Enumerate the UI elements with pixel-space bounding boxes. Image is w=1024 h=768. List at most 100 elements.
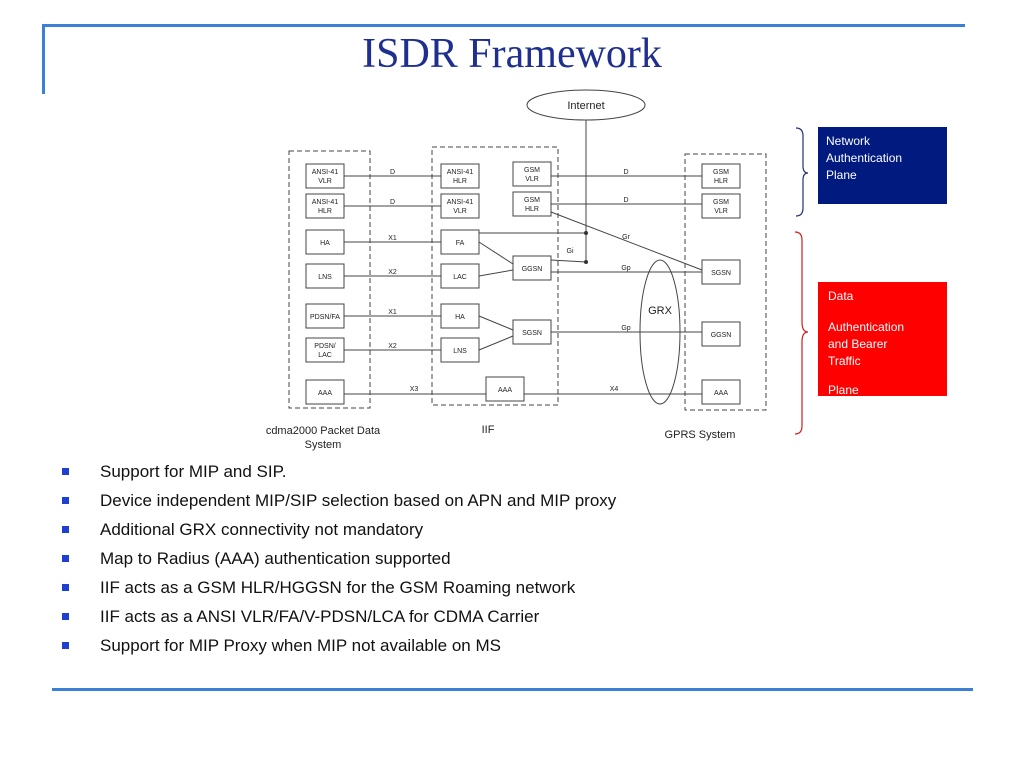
gprs-system-frame [684,153,767,411]
iif-ansi41-hlr-label-2: HLR [453,178,467,185]
link-x4-label: X4 [610,386,619,393]
bullet-square-icon [62,584,69,591]
link-x2b-label: X2 [388,343,397,350]
link-gp2-label: Gp [621,325,630,332]
internet-label: Internet [567,100,604,112]
iif-system-label: IIF [482,424,495,436]
iif-lac-box [440,263,480,289]
data-plane-line-3: Plane [828,383,859,396]
cdma-system-label-1: cdma2000 Packet Data [266,425,381,437]
data-plane-line-1: Data [828,289,854,303]
link-lns-sgsn [478,335,514,351]
iif-gsm-vlr-box [512,161,552,187]
cdma-pdsn-fa-box [305,303,345,329]
link-lac-ggsn [478,269,514,277]
iif-aaa-box [485,376,525,402]
bullet-item: IIF acts as a GSM HLR/HGGSN for the GSM … [60,573,960,602]
frame-left-line [42,24,45,94]
iif-gsm-hlr-box [512,191,552,217]
cdma-ha-box [305,229,345,255]
iif-gsm-vlr-label-1: GSM [524,167,540,174]
cdma-pdsn-fa-label: PDSN/FA [310,314,340,321]
link-x1a-label: X1 [388,235,397,242]
gprs-system-label: GPRS System [665,429,736,441]
internet-cloud [526,89,646,121]
gprs-gsm-vlr-label-1: GSM [713,199,729,206]
iif-ha-label: HA [455,314,465,321]
iif-lns-label: LNS [453,348,467,355]
bullet-square-icon [62,642,69,649]
bullet-square-icon [62,555,69,562]
bullet-square-icon [62,526,69,533]
link-d2-label: D [390,199,395,206]
link-d3-label: D [623,169,628,176]
iif-ggsn-box [512,255,552,281]
gprs-ggsn-label: GGSN [711,332,732,339]
link-gp1-label: Gp [621,265,630,272]
iif-ansi41-hlr-label-1: ANSI-41 [447,169,474,176]
network-auth-plane-box: Network Authentication Plane [818,127,947,204]
bullet-square-icon [62,468,69,475]
data-plane-brace [794,231,809,435]
data-auth-plane-box: Data Authentication and Bearer Traffic P… [818,282,947,396]
gprs-gsm-hlr-label-2: HLR [714,178,728,185]
link-gr [550,211,703,271]
iif-ansi41-vlr-label-2: VLR [453,208,467,215]
cdma-system-frame [288,150,371,409]
gprs-aaa-box [701,379,741,405]
gprs-gsm-hlr-box [701,163,741,189]
bullet-item: Additional GRX connectivity not mandator… [60,515,960,544]
cdma-ansi41-hlr-label-1: ANSI-41 [312,199,339,206]
bullet-item: Support for MIP and SIP. [60,457,960,486]
iif-ansi41-vlr-label-1: ANSI-41 [447,199,474,206]
cdma-ansi41-hlr-box [305,193,345,219]
iif-sgsn-box [512,319,552,345]
cdma-ansi41-hlr-label-2: HLR [318,208,332,215]
grx-cloud [639,259,681,405]
link-x2a-label: X2 [388,269,397,276]
gprs-sgsn-box [701,259,741,285]
gi-junction-1 [584,231,588,235]
cdma-ha-label: HA [320,240,330,247]
iif-ggsn-label: GGSN [522,266,543,273]
link-ggsn-gi [550,259,587,263]
cdma-pdsn-lac-label-1: PDSN/ [314,343,335,350]
link-fa-ggsn [478,241,514,265]
iif-ha-box [440,303,480,329]
link-gr-label: Gr [622,234,630,241]
iif-gsm-vlr-label-2: VLR [525,176,539,183]
cdma-pdsn-lac-label-2: LAC [318,352,332,359]
cdma-pdsn-lac-box [305,337,345,363]
link-x3-label: X3 [410,386,419,393]
cdma-ansi41-vlr-label-2: VLR [318,178,332,185]
cdma-aaa-box [305,379,345,405]
bullet-list: Support for MIP and SIP. Device independ… [60,457,960,660]
gprs-gsm-vlr-box [701,193,741,219]
iif-ansi41-hlr-box [440,163,480,189]
link-d1-label: D [390,169,395,176]
cdma-aaa-label: AAA [318,390,332,397]
slide-title: ISDR Framework [362,31,662,77]
iif-fa-box [440,229,480,255]
bullet-item: Support for MIP Proxy when MIP not avail… [60,631,960,660]
gi-junction-2 [584,260,588,264]
cdma-ansi41-vlr-label-1: ANSI-41 [312,169,339,176]
bullet-square-icon [62,613,69,620]
iif-gsm-hlr-label-1: GSM [524,197,540,204]
link-ha-sgsn [478,315,514,331]
iif-gsm-hlr-label-2: HLR [525,206,539,213]
cdma-system-label-2: System [305,439,342,451]
iif-fa-label: FA [456,240,465,247]
gprs-aaa-label: AAA [714,390,728,397]
network-plane-line-2: Authentication [826,151,903,165]
gprs-ggsn-box [701,321,741,347]
bullet-square-icon [62,497,69,504]
bullet-item: Device independent MIP/SIP selection bas… [60,486,960,515]
bullet-item: Map to Radius (AAA) authentication suppo… [60,544,960,573]
data-plane-line-2: Authentication and Bearer Traffic [828,320,905,368]
network-plane-line-3: Plane [826,168,857,182]
iif-lac-label: LAC [453,274,467,281]
bullet-item: IIF acts as a ANSI VLR/FA/V-PDSN/LCA for… [60,602,960,631]
iif-ansi41-vlr-box [440,193,480,219]
